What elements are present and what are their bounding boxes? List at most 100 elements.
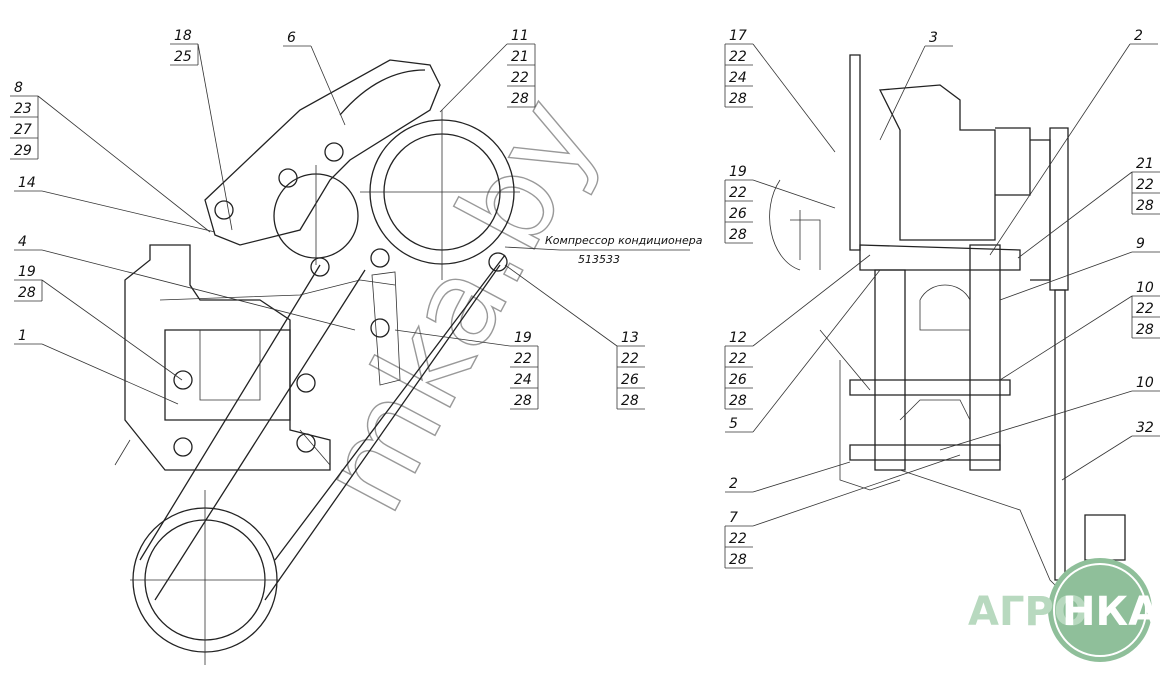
callout-number: 10: [1136, 375, 1154, 391]
callout-c12: 12 22 26 28: [724, 254, 871, 410]
callout-c9: 9: [999, 236, 1160, 301]
leader-line: [41, 279, 183, 381]
callout-c10b: 10: [939, 375, 1160, 451]
callout-number: 28: [18, 285, 36, 301]
leader-line: [752, 254, 871, 347]
callout-number: 32: [1136, 420, 1154, 436]
callout-number: 28: [621, 393, 639, 409]
callout-number: 25: [174, 49, 192, 65]
callout-number: 28: [1136, 198, 1154, 214]
leader-line: [439, 43, 508, 113]
callout-number: 2: [729, 476, 738, 492]
callout-number: 22: [729, 185, 747, 201]
callout-c11: 11 21 22 28: [439, 28, 536, 113]
callout-number: 26: [729, 206, 747, 222]
callout-c4: 4: [14, 234, 356, 331]
leader-line: [41, 190, 216, 233]
callout-number: 17: [729, 28, 747, 44]
callout-c8: 8 23 27 29: [10, 80, 211, 233]
callout-number: 22: [514, 351, 532, 367]
callout-number: 22: [1136, 177, 1154, 193]
callout-number: 10: [1136, 280, 1154, 296]
leader-line: [37, 95, 211, 233]
leader-line: [752, 454, 961, 527]
leader-line: [504, 264, 618, 347]
callout-number: 23: [14, 101, 32, 117]
callout-number: 28: [514, 393, 532, 409]
leader-line: [752, 461, 851, 493]
callout-c3: 3: [879, 30, 953, 141]
callout-c19b: 19 22 24 28: [394, 329, 539, 410]
leader-line: [1061, 435, 1133, 481]
callout-number: 22: [621, 351, 639, 367]
right-assembly: [769, 54, 1126, 591]
callout-number: 9: [1136, 236, 1145, 252]
callout-c14: 14: [14, 175, 216, 233]
callout-c21: 21 22 28: [1017, 156, 1160, 259]
callout-number: 21: [511, 49, 529, 65]
callout-number: 7: [729, 510, 738, 526]
callout-number: 18: [174, 28, 192, 44]
callout-number: 19: [18, 264, 36, 280]
leader-line: [752, 269, 881, 433]
callout-number: 22: [1136, 301, 1154, 317]
callout-number: 19: [514, 330, 532, 346]
callout-number: 8: [14, 80, 23, 96]
leader-line: [989, 43, 1131, 256]
callout-c32: 32: [1061, 420, 1160, 481]
callout-number: 26: [729, 372, 747, 388]
callout-number: 28: [729, 393, 747, 409]
callout-number: 28: [1136, 322, 1154, 338]
leader-line: [999, 251, 1133, 301]
callout-number: 26: [621, 372, 639, 388]
callout-number: 5: [729, 416, 738, 432]
callout-c1: 1: [14, 328, 179, 405]
callout-number: 28: [729, 227, 747, 243]
callout-number: 29: [14, 143, 32, 159]
callout-number: 12: [729, 330, 747, 346]
leader-line: [752, 43, 836, 153]
leader-line: [752, 179, 836, 209]
leader-line: [999, 295, 1133, 381]
callout-number: 3: [929, 30, 938, 46]
callout-c2b: 2: [725, 461, 851, 493]
leader-line: [1017, 171, 1133, 259]
callout-number: 21: [1136, 156, 1154, 172]
callout-number: 22: [729, 531, 747, 547]
callout-number: 13: [621, 330, 639, 346]
callout-number: 24: [514, 372, 532, 388]
callout-number: 4: [18, 234, 27, 250]
callout-c5: 5: [725, 269, 881, 433]
callout-number: 14: [18, 175, 36, 191]
callout-c10a: 10 22 28: [999, 280, 1160, 381]
callout-number: 6: [287, 30, 296, 46]
leader-line: [939, 390, 1133, 451]
leader-line: [394, 329, 511, 347]
leader-line: [41, 343, 179, 405]
callout-number: 28: [729, 552, 747, 568]
callout-number: 24: [729, 70, 747, 86]
leader-line: [879, 45, 926, 141]
callout-number: 22: [729, 351, 747, 367]
compressor-number: 513533: [578, 253, 620, 266]
callout-number: 22: [511, 70, 529, 86]
callout-number: 2: [1134, 28, 1143, 44]
compressor-label: Компрессор кондиционера: [545, 234, 703, 247]
callout-c7: 7 22 28: [724, 454, 961, 569]
leader-line: [310, 45, 346, 126]
callout-number: 28: [511, 91, 529, 107]
svg-text:НКА: НКА: [1062, 589, 1159, 635]
callout-number: 22: [729, 49, 747, 65]
callout-number: 27: [14, 122, 32, 138]
svg-text:АГРО: АГРО: [968, 589, 1088, 635]
callout-number: 11: [511, 28, 529, 44]
callout-c13: 13 22 26 28: [504, 264, 645, 410]
leader-line: [197, 43, 233, 231]
leader-line: [41, 249, 356, 331]
